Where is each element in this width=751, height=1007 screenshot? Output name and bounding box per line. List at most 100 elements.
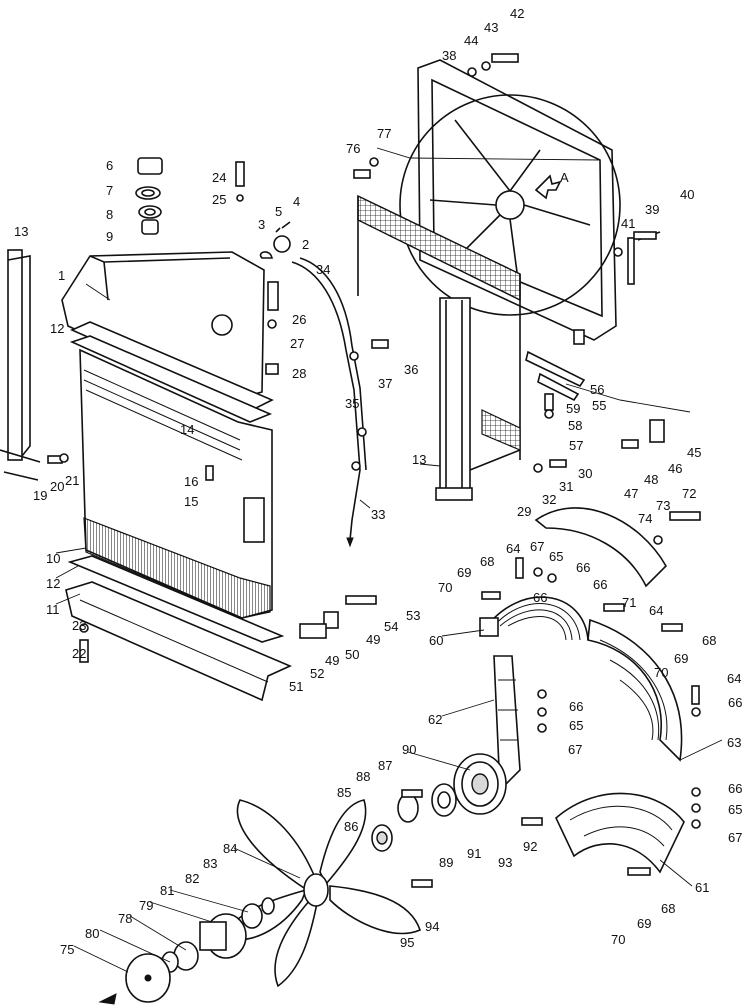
callout-82: 82 [185, 871, 199, 886]
callout-13: 13 [14, 224, 28, 239]
callout-57: 57 [569, 438, 583, 453]
callout-49: 49 [325, 653, 339, 668]
callout-66: 66 [728, 695, 742, 710]
hub-parts [98, 897, 275, 1005]
radiator-assembly [61, 251, 292, 702]
callout-70: 70 [438, 580, 452, 595]
callout-40: 40 [680, 187, 694, 202]
radiator-cap-stack [135, 157, 163, 235]
callout-69: 69 [674, 651, 688, 666]
callout-77: 77 [377, 126, 391, 141]
callout-66: 66 [576, 560, 590, 575]
callout-31: 31 [559, 479, 573, 494]
callout-79: 79 [139, 898, 153, 913]
callout-32: 32 [542, 492, 556, 507]
callout-29: 29 [517, 504, 531, 519]
callout-27: 27 [290, 336, 304, 351]
callout-49: 49 [366, 632, 380, 647]
callout-12: 12 [46, 576, 60, 591]
fan-shroud-frame: A [399, 59, 621, 345]
callout-42: 42 [510, 6, 524, 21]
callout-30: 30 [578, 466, 592, 481]
callout-70: 70 [611, 932, 625, 947]
callout-67: 67 [728, 830, 742, 845]
callout-45: 45 [687, 445, 701, 460]
callout-20: 20 [50, 479, 64, 494]
callout-88: 88 [356, 769, 370, 784]
callout-26: 26 [292, 312, 306, 327]
callout-64: 64 [506, 541, 520, 556]
callout-84: 84 [223, 841, 237, 856]
callout-83: 83 [203, 856, 217, 871]
callout-46: 46 [668, 461, 682, 476]
callout-33: 33 [371, 507, 385, 522]
callout-91: 91 [467, 846, 481, 861]
callout-28: 28 [292, 366, 306, 381]
callout-81: 81 [160, 883, 174, 898]
callout-52: 52 [310, 666, 324, 681]
callout-86: 86 [344, 819, 358, 834]
callout-7: 7 [106, 183, 113, 198]
tank-fasteners [235, 161, 291, 375]
callout-65: 65 [549, 549, 563, 564]
callout-21: 21 [65, 473, 79, 488]
callout-50: 50 [345, 647, 359, 662]
callout-11: 11 [46, 602, 60, 617]
callout-64: 64 [649, 603, 663, 618]
callout-74: 74 [638, 511, 652, 526]
callout-51: 51 [289, 679, 303, 694]
callout-95: 95 [400, 935, 414, 950]
callout-53: 53 [406, 608, 420, 623]
view-arrow-a: A [534, 170, 569, 200]
callout-65: 65 [728, 802, 742, 817]
callout-62: 62 [428, 712, 442, 727]
right-brackets [525, 350, 665, 443]
callout-48: 48 [644, 472, 658, 487]
fan-guards [479, 596, 685, 874]
callout-25: 25 [212, 192, 226, 207]
callout-71: 71 [622, 595, 636, 610]
callout-38: 38 [442, 48, 456, 63]
callout-64: 64 [727, 671, 741, 686]
callout-93: 93 [498, 855, 512, 870]
screen-and-frame [357, 194, 521, 501]
callout-68: 68 [661, 901, 675, 916]
leader-lines [55, 147, 723, 973]
callout-10: 10 [46, 551, 60, 566]
callout-44: 44 [464, 33, 478, 48]
callout-80: 80 [85, 926, 99, 941]
callout-36: 36 [404, 362, 418, 377]
callout-58: 58 [568, 418, 582, 433]
overflow-hose [291, 257, 367, 548]
callout-70: 70 [654, 665, 668, 680]
callout-35: 35 [345, 396, 359, 411]
callout-68: 68 [480, 554, 494, 569]
callout-55: 55 [592, 398, 606, 413]
callout-92: 92 [523, 839, 537, 854]
callout-14: 14 [180, 422, 194, 437]
callout-24: 24 [212, 170, 226, 185]
callout-15: 15 [184, 494, 198, 509]
callout-89: 89 [439, 855, 453, 870]
callout-22: 22 [72, 646, 86, 661]
callout-19: 19 [33, 488, 47, 503]
callout-61: 61 [695, 880, 709, 895]
callout-87: 87 [378, 758, 392, 773]
callout-69: 69 [637, 916, 651, 931]
callout-13: 13 [412, 452, 426, 467]
callout-23: 23 [72, 618, 86, 633]
callout-66: 66 [569, 699, 583, 714]
callout-6: 6 [106, 158, 113, 173]
callout-75: 75 [60, 942, 74, 957]
callout-43: 43 [484, 20, 498, 35]
callout-34: 34 [316, 262, 330, 277]
callout-66: 66 [533, 590, 547, 605]
callout-66: 66 [593, 577, 607, 592]
callout-39: 39 [645, 202, 659, 217]
callout-67: 67 [530, 539, 544, 554]
callout-16: 16 [184, 474, 198, 489]
callout-8: 8 [106, 207, 113, 222]
callout-65: 65 [569, 718, 583, 733]
